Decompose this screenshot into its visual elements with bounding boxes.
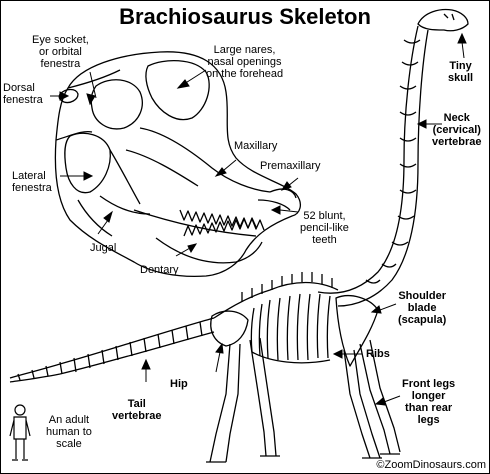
label-ribs: Ribs: [366, 348, 390, 360]
pelvis: [210, 310, 249, 347]
premaxillary-bone: [257, 188, 297, 211]
front-leg-left: [343, 349, 382, 459]
human-figure: [9, 404, 31, 461]
neck-back: [337, 29, 429, 307]
dorsal-spines: [241, 272, 333, 302]
front-leg-right: [359, 339, 401, 455]
label-human-scale: An adult human to scale: [46, 414, 92, 450]
label-eye-socket: Eye socket, or orbital fenestra: [32, 34, 89, 70]
cervical-bumps: [365, 39, 421, 284]
label-neck-vertebrae: Neck (cervical) vertebrae: [432, 112, 482, 148]
tail-top: [9, 317, 215, 379]
neck-front: [317, 25, 419, 294]
rear-leg-right: [249, 337, 280, 457]
arrow-eye-socket: [89, 71, 97, 99]
label-premaxillary: Premaxillary: [260, 160, 321, 172]
label-lateral-fenestra: Lateral fenestra: [12, 170, 52, 194]
copyright-text: ©ZoomDinosaurs.com: [376, 459, 486, 471]
label-dentary: Dentary: [140, 264, 179, 276]
scapula: [335, 295, 379, 367]
belly-line: [251, 351, 331, 364]
spine: [213, 281, 339, 319]
pointer-arrows: [50, 32, 467, 406]
arrow-dentary: [175, 247, 191, 257]
quadrate: [77, 199, 113, 237]
tiny-skull: [417, 8, 469, 32]
skull-outline: [54, 51, 302, 278]
arrow-maxillary: [223, 159, 237, 171]
dentary-bone: [155, 237, 263, 264]
lower-teeth: [183, 217, 257, 237]
nares-opening: [145, 59, 210, 121]
label-tiny-skull: Tiny skull: [448, 60, 474, 84]
lateral-fenestra-shape: [64, 132, 111, 194]
arrow-nares: [183, 69, 207, 85]
label-hip: Hip: [170, 378, 188, 390]
label-maxillary: Maxillary: [234, 140, 278, 152]
arrow-tiny-skull: [461, 41, 465, 59]
jaw-line: [133, 209, 257, 237]
label-shoulder-blade: Shoulder blade (scapula): [398, 290, 447, 326]
arrow-teeth: [279, 209, 299, 213]
label-jugal: Jugal: [90, 242, 117, 254]
ribs: [250, 293, 331, 361]
body-skeleton: [9, 8, 469, 463]
diagram-title: Brachiosaurus Skeleton: [119, 4, 371, 29]
arrow-hip: [215, 351, 221, 373]
arrow-front-legs: [383, 395, 401, 403]
rear-leg-left: [206, 343, 241, 463]
label-tail-vertebrae: Tail vertebrae: [112, 398, 162, 422]
arrow-shoulder: [379, 303, 397, 311]
label-dorsal-fenestra: Dorsal fenestra: [3, 82, 43, 106]
arrow-jugal: [97, 219, 109, 235]
tail-vertebrae: [17, 321, 203, 381]
maxillary-bone: [125, 127, 271, 193]
jugal-bone: [99, 149, 151, 215]
label-large-nares: Large nares, nasal openings on the foreh…: [206, 44, 284, 80]
label-teeth: 52 blunt, pencil-like teeth: [300, 210, 349, 246]
tail-bottom: [9, 331, 215, 383]
orbital-fenestra: [90, 79, 143, 130]
label-front-legs: Front legs longer than rear legs: [402, 378, 456, 426]
